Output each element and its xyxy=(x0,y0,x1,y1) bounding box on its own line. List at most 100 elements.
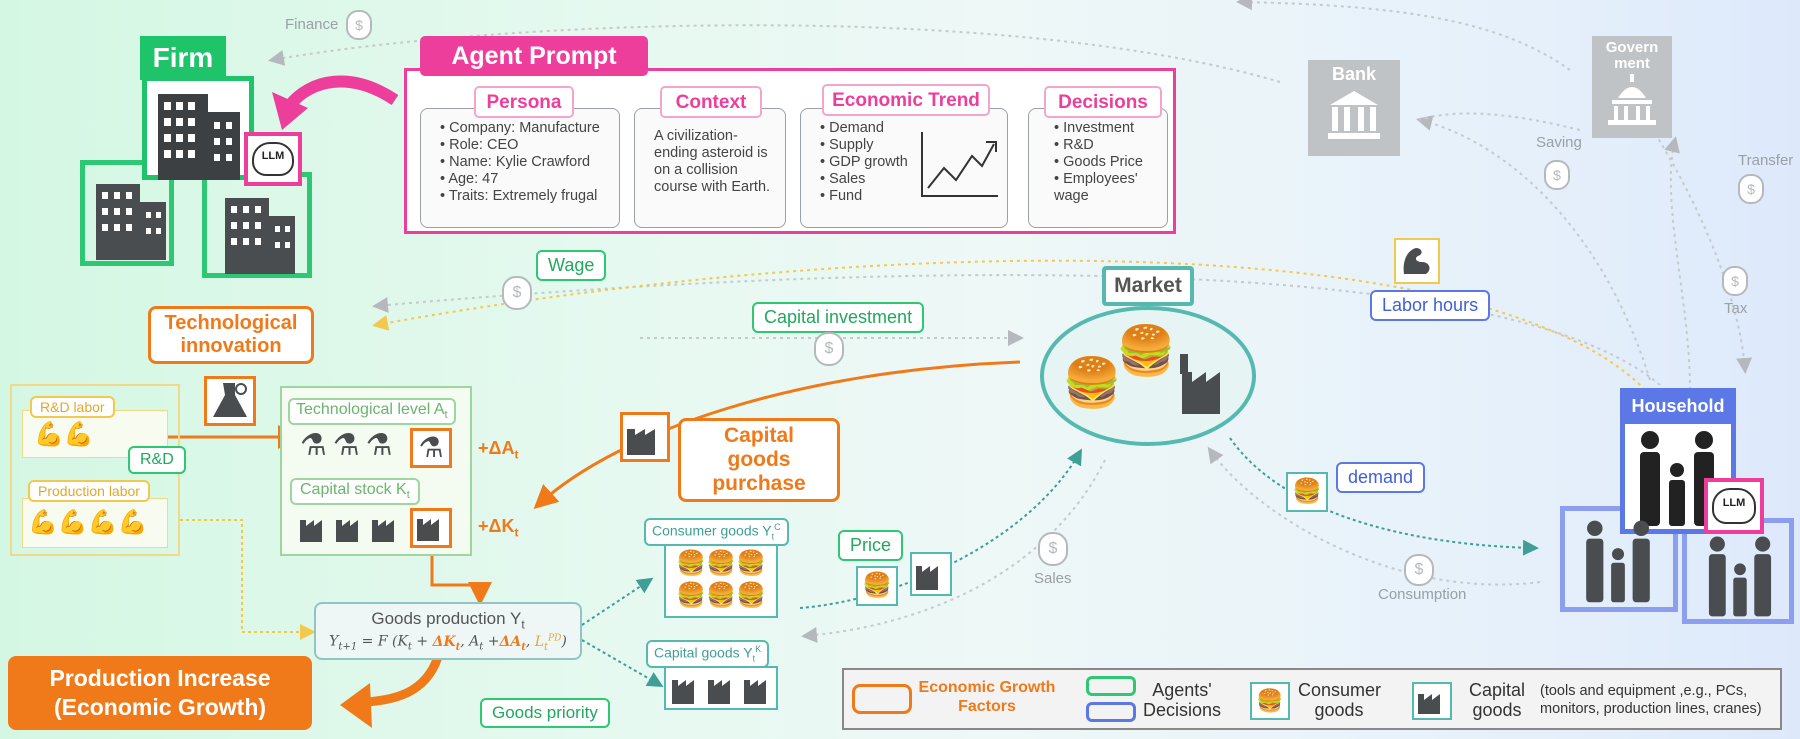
family-icon xyxy=(1708,536,1772,617)
list-item: Traits: Extremely frugal xyxy=(440,188,600,205)
factory-icon xyxy=(620,412,670,462)
llm-label: LLM xyxy=(261,150,285,162)
context-title: Context xyxy=(660,86,762,118)
delta-k-label: +ΔKt xyxy=(478,516,519,540)
production-increase-label: Production Increase (Economic Growth) xyxy=(8,656,312,730)
flask-row: ⚗⚗⚗ xyxy=(300,429,399,462)
capital-stock-label: Capital stock Kt xyxy=(290,478,420,505)
household-box-back-left xyxy=(1560,506,1678,612)
persona-title: Persona xyxy=(474,86,574,118)
legend-capital-goods: Capital goods xyxy=(1468,680,1526,720)
tax-label: Tax xyxy=(1724,300,1748,317)
legend-orange-swatch xyxy=(852,684,912,714)
capital-goods-box xyxy=(664,666,778,710)
context-scroll xyxy=(634,108,786,228)
capitol-icon xyxy=(1608,74,1656,125)
labor-hours-label: Labor hours xyxy=(1370,290,1491,321)
capital-goods-purchase-label: Capital goods purchase xyxy=(678,418,840,503)
factory-row xyxy=(300,520,394,542)
list-item: Demand xyxy=(820,120,908,137)
price-label: Price xyxy=(838,530,904,561)
decisions-list: Investment R&D Goods Price Employees' wa… xyxy=(1054,120,1162,205)
saving-label: Saving xyxy=(1536,134,1582,151)
list-item: Company: Manufacture xyxy=(440,120,600,137)
list-item: Sales xyxy=(820,171,908,188)
legend-economic-growth-factors: Economic Growth Factors xyxy=(918,679,1056,715)
goods-priority-label: Goods priority xyxy=(480,698,610,728)
delta-k-text: +ΔK xyxy=(478,516,515,536)
firm-llm-badge: LLM xyxy=(244,132,302,186)
consumer-goods-box: 🍔🍔🍔🍔🍔🍔 xyxy=(664,544,778,618)
consumer-goods-label: Consumer goods YtC xyxy=(644,518,789,546)
tech-level-label: Technological level At xyxy=(288,398,456,425)
money-bag-icon: $ xyxy=(346,10,372,40)
burger-icon: 🍔 xyxy=(1116,325,1176,378)
bank-label: Bank xyxy=(1331,64,1376,84)
burger-icon: 🍔 xyxy=(1286,472,1328,512)
money-bag-icon: $ xyxy=(1722,266,1748,296)
agent-prompt-title: Agent Prompt xyxy=(420,36,648,76)
capital-goods-label: Capital goods YtK xyxy=(646,640,770,668)
capital-goods-text: Capital goods Y xyxy=(654,644,753,661)
factory-row xyxy=(672,680,766,704)
money-bag-icon: $ xyxy=(502,276,532,310)
finance-label: Finance xyxy=(285,16,339,33)
bank-icon xyxy=(1328,91,1380,139)
capital-investment-label: Capital investment xyxy=(752,302,925,333)
list-item: Supply xyxy=(820,137,908,154)
tech-level-text: Technological level A xyxy=(296,401,445,418)
list-item: Role: CEO xyxy=(440,137,600,154)
brain-icon xyxy=(252,142,294,176)
production-labor-label: Production labor xyxy=(28,480,150,503)
money-bag-icon: $ xyxy=(1738,174,1764,204)
persona-list: Company: Manufacture Role: CEO Name: Kyl… xyxy=(440,120,600,205)
list-item: R&D xyxy=(1054,137,1162,154)
goods-production-box: Goods production Yt Yt+1 = F (Kt + ΔKt, … xyxy=(314,602,582,660)
factory-icon xyxy=(410,508,452,548)
legend-blue-swatch xyxy=(1086,702,1136,722)
household-label: Household xyxy=(1620,388,1736,424)
government-box: Govern ment xyxy=(1592,36,1672,138)
legend-agents-decisions: Agents' Decisions xyxy=(1142,680,1222,720)
burger-icon: 🍔 xyxy=(1250,682,1290,720)
family-icon xyxy=(1586,520,1650,603)
rd-labor-label: R&D labor xyxy=(30,396,115,419)
legend-green-swatch xyxy=(1086,676,1136,696)
money-bag-icon: $ xyxy=(1038,532,1068,566)
legend xyxy=(842,668,1782,730)
list-item: Age: 47 xyxy=(440,171,600,188)
wage-label: Wage xyxy=(536,250,607,281)
money-bag-icon: $ xyxy=(1544,160,1570,190)
delta-a-text: +ΔA xyxy=(478,438,515,458)
household-llm-badge: LLM xyxy=(1704,478,1764,534)
bank-box: Bank xyxy=(1308,60,1400,156)
llm-label: LLM xyxy=(1722,497,1746,509)
technological-innovation-label: Technological innovation xyxy=(148,306,314,364)
transfer-label: Transfer xyxy=(1738,152,1794,169)
burger-grid: 🍔🍔🍔🍔🍔🍔 xyxy=(676,550,766,609)
legend-capital-goods-note: (tools and equipment ,e.g., PCs, monitor… xyxy=(1540,683,1762,717)
demand-label: demand xyxy=(1336,462,1426,493)
burger-icon: 🍔 xyxy=(1062,357,1122,410)
list-item: GDP growth xyxy=(820,154,908,171)
building-icon xyxy=(225,198,295,274)
factory-icon xyxy=(1412,682,1452,720)
delta-a-label: +ΔAt xyxy=(478,438,519,462)
muscle-icon: 💪💪💪💪 xyxy=(28,509,148,536)
list-item: Goods Price xyxy=(1054,154,1162,171)
goods-production-title: Goods production Yt xyxy=(371,609,525,632)
legend-consumer-goods: Consumer goods xyxy=(1298,680,1382,720)
factory-icon xyxy=(910,552,952,596)
money-bag-icon: $ xyxy=(1404,554,1434,586)
brain-icon xyxy=(1712,488,1756,524)
decisions-title: Decisions xyxy=(1044,86,1162,118)
money-bag-icon: $ xyxy=(814,332,844,366)
consumer-goods-text: Consumer goods Y xyxy=(652,522,772,539)
trend-chart-icon xyxy=(921,132,998,197)
building-icon xyxy=(96,184,166,260)
list-item: Investment xyxy=(1054,120,1162,137)
flask-icon: ⚗ xyxy=(410,428,452,468)
goods-production-text: Goods production Y xyxy=(371,609,522,628)
list-item: Employees' wage xyxy=(1054,171,1162,205)
